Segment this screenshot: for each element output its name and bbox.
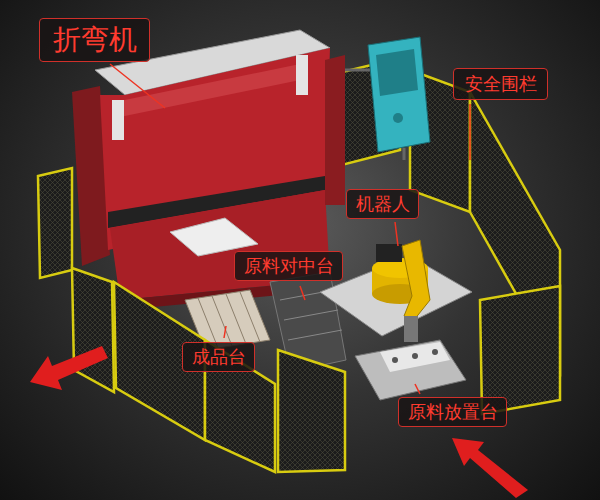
callout-box: 原料对中台 bbox=[234, 251, 343, 281]
callout-box: 机器人 bbox=[346, 189, 419, 219]
callout-label: 原料放置台 bbox=[408, 402, 498, 423]
callout-box: 安全围栏 bbox=[453, 68, 548, 100]
callout-box: 原料放置台 bbox=[398, 397, 507, 427]
callout-box: 成品台 bbox=[182, 342, 255, 372]
callout-label: 安全围栏 bbox=[465, 74, 537, 95]
control-panel bbox=[345, 37, 430, 160]
flow-arrow bbox=[30, 346, 528, 498]
callout-box: 折弯机 bbox=[39, 18, 150, 62]
safety-fence bbox=[38, 168, 560, 472]
press-brake bbox=[72, 30, 345, 310]
callout-label: 折弯机 bbox=[53, 24, 137, 56]
raw-material-table bbox=[355, 340, 466, 400]
leader-line bbox=[110, 64, 470, 394]
callout-label: 成品台 bbox=[192, 347, 246, 368]
callout-label: 机器人 bbox=[356, 194, 410, 215]
callout-label: 原料对中台 bbox=[244, 256, 334, 277]
